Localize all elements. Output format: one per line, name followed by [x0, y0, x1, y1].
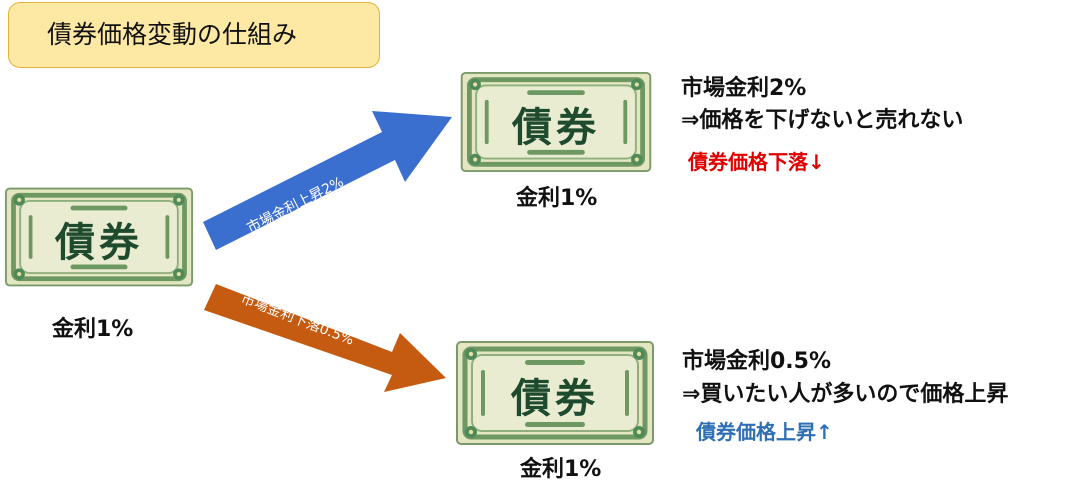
top-right-result: 債券価格下落↓ [688, 150, 825, 174]
bond-top-right-text: 債券 [512, 105, 600, 151]
diagram-title: 債券価格変動の仕組み [47, 20, 298, 49]
bond-bottom-right: 債券 [455, 340, 655, 446]
arrow-down: 市場金利下落0.5% [204, 284, 446, 392]
bottom-right-result: 債券価格上昇↑ [696, 420, 833, 444]
bond-left: 債券 [4, 186, 194, 288]
bottom-right-line2: ⇒買いたい人が多いので価格上昇 [682, 382, 1009, 407]
arrow-up: 市場金利上昇2% [203, 111, 452, 250]
bond-top-right: 債券 [458, 71, 654, 173]
bottom-right-line1: 市場金利0.5% [682, 349, 832, 374]
bond-left-text: 債券 [55, 220, 143, 266]
top-right-bond-rate: 金利1% [516, 186, 598, 211]
title-box: 債券価格変動の仕組み [8, 2, 380, 68]
top-right-line1: 市場金利2% [681, 76, 807, 101]
bond-bottom-right-text: 債券 [511, 376, 599, 422]
top-right-line2: ⇒価格を下げないと売れない [681, 108, 964, 133]
left-bond-rate: 金利1% [52, 317, 134, 342]
